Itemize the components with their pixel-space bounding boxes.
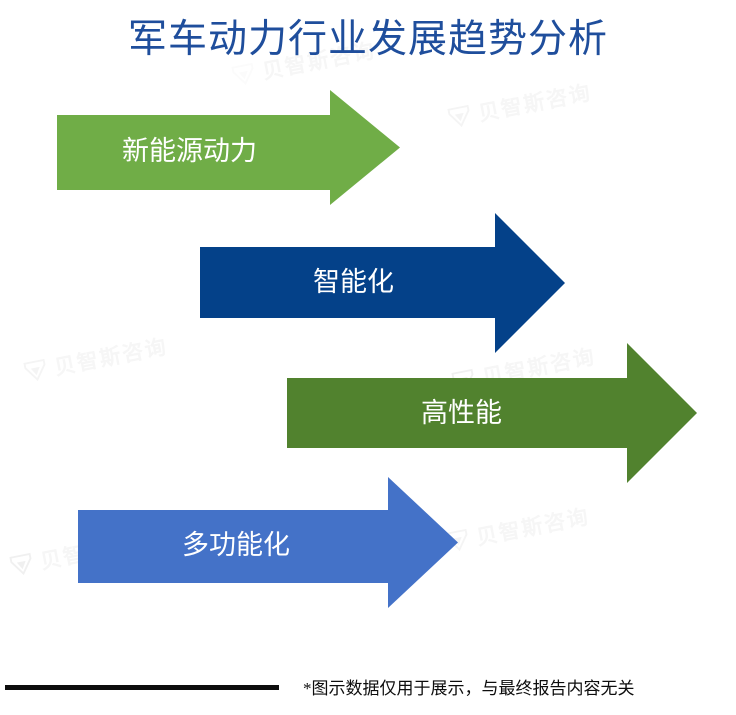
- footer: *图示数据仅用于展示，与最终报告内容无关: [0, 668, 736, 715]
- arrow-shape-step4[interactable]: [78, 477, 458, 608]
- footer-divider: [5, 685, 279, 690]
- arrow-shape-step3[interactable]: [287, 343, 697, 483]
- arrow-shape-step1[interactable]: [57, 90, 400, 205]
- arrow-label-step1: 新能源动力: [122, 136, 257, 166]
- page-title: 军车动力行业发展趋势分析: [127, 18, 608, 61]
- footer-note: *图示数据仅用于展示，与最终报告内容无关: [303, 679, 635, 698]
- arrow-shape-step2[interactable]: [200, 213, 565, 353]
- arrow-label-step2: 智能化: [313, 267, 394, 297]
- arrow-label-step4: 多功能化: [182, 530, 290, 560]
- arrow-label-step3: 高性能: [421, 398, 502, 428]
